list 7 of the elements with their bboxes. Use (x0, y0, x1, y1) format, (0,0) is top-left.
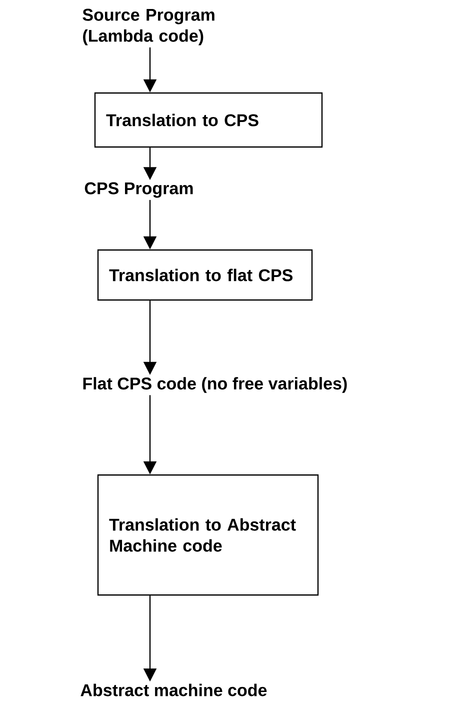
process-box: Translation to Abstract Machine code (97, 474, 319, 596)
process-box: Translation to flat CPS (97, 249, 313, 301)
stage-label: Source Program (Lambda code) (82, 8, 214, 46)
stage-label: Abstract machine code (80, 684, 267, 696)
stage-label: Flat CPS code (no free variables) (83, 377, 347, 393)
process-box: Translation to CPS (94, 92, 323, 148)
stage-label: CPS Program (84, 182, 193, 198)
